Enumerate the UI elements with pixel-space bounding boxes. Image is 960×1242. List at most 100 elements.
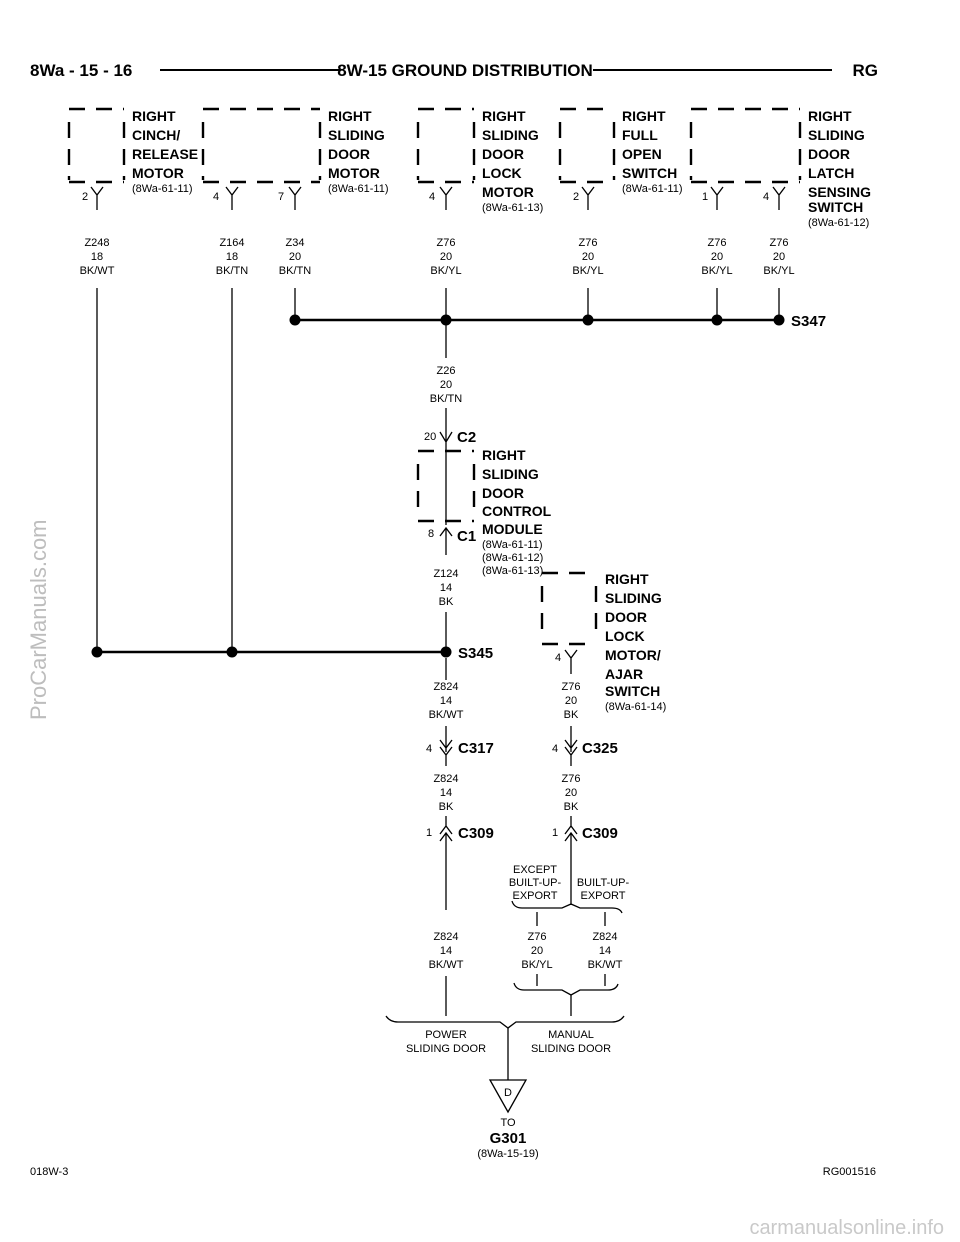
pin-label: 4 <box>426 743 432 755</box>
wire-label-z824-export: Z824 14 BK/WT <box>588 931 623 971</box>
svg-text:Z76: Z76 <box>528 931 547 943</box>
svg-text:MOTOR: MOTOR <box>482 184 534 200</box>
footer-right: RG001516 <box>823 1166 876 1178</box>
svg-text:20: 20 <box>440 251 452 263</box>
connector-c309-right: C309 <box>582 825 618 842</box>
connector-c2: C2 <box>457 429 476 446</box>
svg-text:BUILT-UP-: BUILT-UP- <box>577 877 630 889</box>
svg-text:DOOR: DOOR <box>605 609 647 625</box>
svg-text:(8Wa-61-13): (8Wa-61-13) <box>482 202 543 214</box>
svg-text:14: 14 <box>599 945 611 957</box>
svg-text:SLIDING: SLIDING <box>605 590 662 606</box>
svg-text:14: 14 <box>440 582 452 594</box>
option-export-label: BUILT-UP- EXPORT <box>577 877 630 902</box>
svg-text:DOOR: DOOR <box>482 146 524 162</box>
pin-label: 4 <box>763 191 769 203</box>
svg-text:BK/YL: BK/YL <box>430 265 461 277</box>
svg-text:MODULE: MODULE <box>482 521 543 537</box>
svg-text:LOCK: LOCK <box>482 165 522 181</box>
svg-text:AJAR: AJAR <box>605 666 643 682</box>
svg-text:RIGHT: RIGHT <box>132 108 176 124</box>
ground-to: TO <box>500 1117 516 1129</box>
svg-text:EXPORT: EXPORT <box>580 890 625 902</box>
page-number: 8Wa - 15 - 16 <box>30 61 132 80</box>
pin-label: 1 <box>552 827 558 839</box>
svg-text:EXPORT: EXPORT <box>512 890 557 902</box>
svg-text:20: 20 <box>440 379 452 391</box>
component-full-open-switch: RIGHT FULL OPEN SWITCH (8Wa-61-11) 2 <box>558 107 683 203</box>
svg-text:DOOR: DOOR <box>328 146 370 162</box>
wire-label-z34: Z34 20 BK/TN <box>279 237 311 277</box>
svg-text:BK/WT: BK/WT <box>429 709 464 721</box>
svg-text:SLIDING: SLIDING <box>482 127 539 143</box>
splice-dot <box>91 646 103 658</box>
component-lock-motor-ajar-switch: RIGHT SLIDING DOOR LOCK MOTOR/ AJAR SWIT… <box>540 571 666 713</box>
svg-text:LATCH: LATCH <box>808 165 854 181</box>
svg-text:20: 20 <box>773 251 785 263</box>
ground-triangle-icon <box>488 1079 528 1114</box>
component-latch-sensing-switch: RIGHT SLIDING DOOR LATCH SENSING SWITCH … <box>689 107 871 229</box>
ground-ref: (8Wa-15-19) <box>477 1148 538 1160</box>
svg-text:(8Wa-61-11): (8Wa-61-11) <box>328 183 389 195</box>
terminal <box>564 649 578 674</box>
splice-dot <box>773 314 785 326</box>
svg-text:BK/YL: BK/YL <box>763 265 794 277</box>
option-bracket-bottom <box>513 982 619 996</box>
option-bracket-top <box>511 900 623 914</box>
svg-text:CONTROL: CONTROL <box>482 503 552 519</box>
svg-text:SLIDING: SLIDING <box>328 127 385 143</box>
svg-text:BK: BK <box>564 801 579 813</box>
svg-text:Z824: Z824 <box>433 681 458 693</box>
svg-text:BK/YL: BK/YL <box>521 959 552 971</box>
splice-label-s347: S347 <box>791 313 826 330</box>
svg-text:RELEASE: RELEASE <box>132 146 198 162</box>
connector-c325: C325 <box>582 740 618 757</box>
pin-label: 4 <box>555 652 561 664</box>
splice-dot <box>289 314 301 326</box>
section-code: RG <box>853 61 879 80</box>
wire-label-z76-latch-4: Z76 20 BK/YL <box>763 237 794 277</box>
svg-text:BK: BK <box>439 596 454 608</box>
component-door-control-module: 20 C2 8 C1 RIGHT SLIDING DOOR CONTROL MO… <box>416 429 552 577</box>
wire-label-z124: Z124 14 BK <box>433 568 458 608</box>
svg-text:14: 14 <box>440 945 452 957</box>
svg-text:(8Wa-61-11): (8Wa-61-11) <box>132 183 193 195</box>
splice-bus-s347 <box>289 314 785 326</box>
terminal <box>90 186 104 210</box>
page-title: 8W-15 GROUND DISTRIBUTION <box>337 61 593 80</box>
wire-label-z76-switch: Z76 20 BK/YL <box>572 237 603 277</box>
connector-c309-left-symbol <box>439 816 453 910</box>
wire-label-z76-latch-1: Z76 20 BK/YL <box>701 237 732 277</box>
connector-c309-right-symbol <box>564 816 578 905</box>
wire-label-z824-a: Z824 14 BK/WT <box>429 681 464 721</box>
svg-text:RIGHT: RIGHT <box>808 108 852 124</box>
pin-label: 4 <box>429 191 435 203</box>
option-power-door-label: POWER SLIDING DOOR <box>406 1029 486 1055</box>
splice-dot <box>440 646 452 658</box>
wire-label-z824-c: Z824 14 BK/WT <box>429 931 464 971</box>
wire-label-z26: Z26 20 BK/TN <box>430 365 462 405</box>
splice-dot <box>226 646 238 658</box>
splice-label-s345: S345 <box>458 645 493 662</box>
pin-label: 2 <box>573 191 579 203</box>
svg-text:Z164: Z164 <box>219 237 244 249</box>
wire-label-z76-except: Z76 20 BK/YL <box>521 931 552 971</box>
svg-text:Z248: Z248 <box>84 237 109 249</box>
svg-text:Z76: Z76 <box>562 773 581 785</box>
svg-text:RIGHT: RIGHT <box>328 108 372 124</box>
svg-text:BK/TN: BK/TN <box>216 265 248 277</box>
svg-text:DOOR: DOOR <box>808 146 850 162</box>
svg-text:MOTOR: MOTOR <box>132 165 184 181</box>
pin-label: 4 <box>552 743 558 755</box>
svg-text:20: 20 <box>711 251 723 263</box>
svg-text:POWER: POWER <box>425 1029 467 1041</box>
svg-text:(8Wa-61-13): (8Wa-61-13) <box>482 565 543 577</box>
svg-text:BUILT-UP-: BUILT-UP- <box>509 877 562 889</box>
wire-label-z76-lock: Z76 20 BK/YL <box>430 237 461 277</box>
svg-text:18: 18 <box>91 251 103 263</box>
svg-text:SWITCH: SWITCH <box>605 683 660 699</box>
terminal <box>288 186 302 210</box>
svg-text:(8Wa-61-11): (8Wa-61-11) <box>482 539 543 551</box>
wire-label-z76-ajar: Z76 20 BK <box>562 681 581 721</box>
splice-dot <box>711 314 723 326</box>
